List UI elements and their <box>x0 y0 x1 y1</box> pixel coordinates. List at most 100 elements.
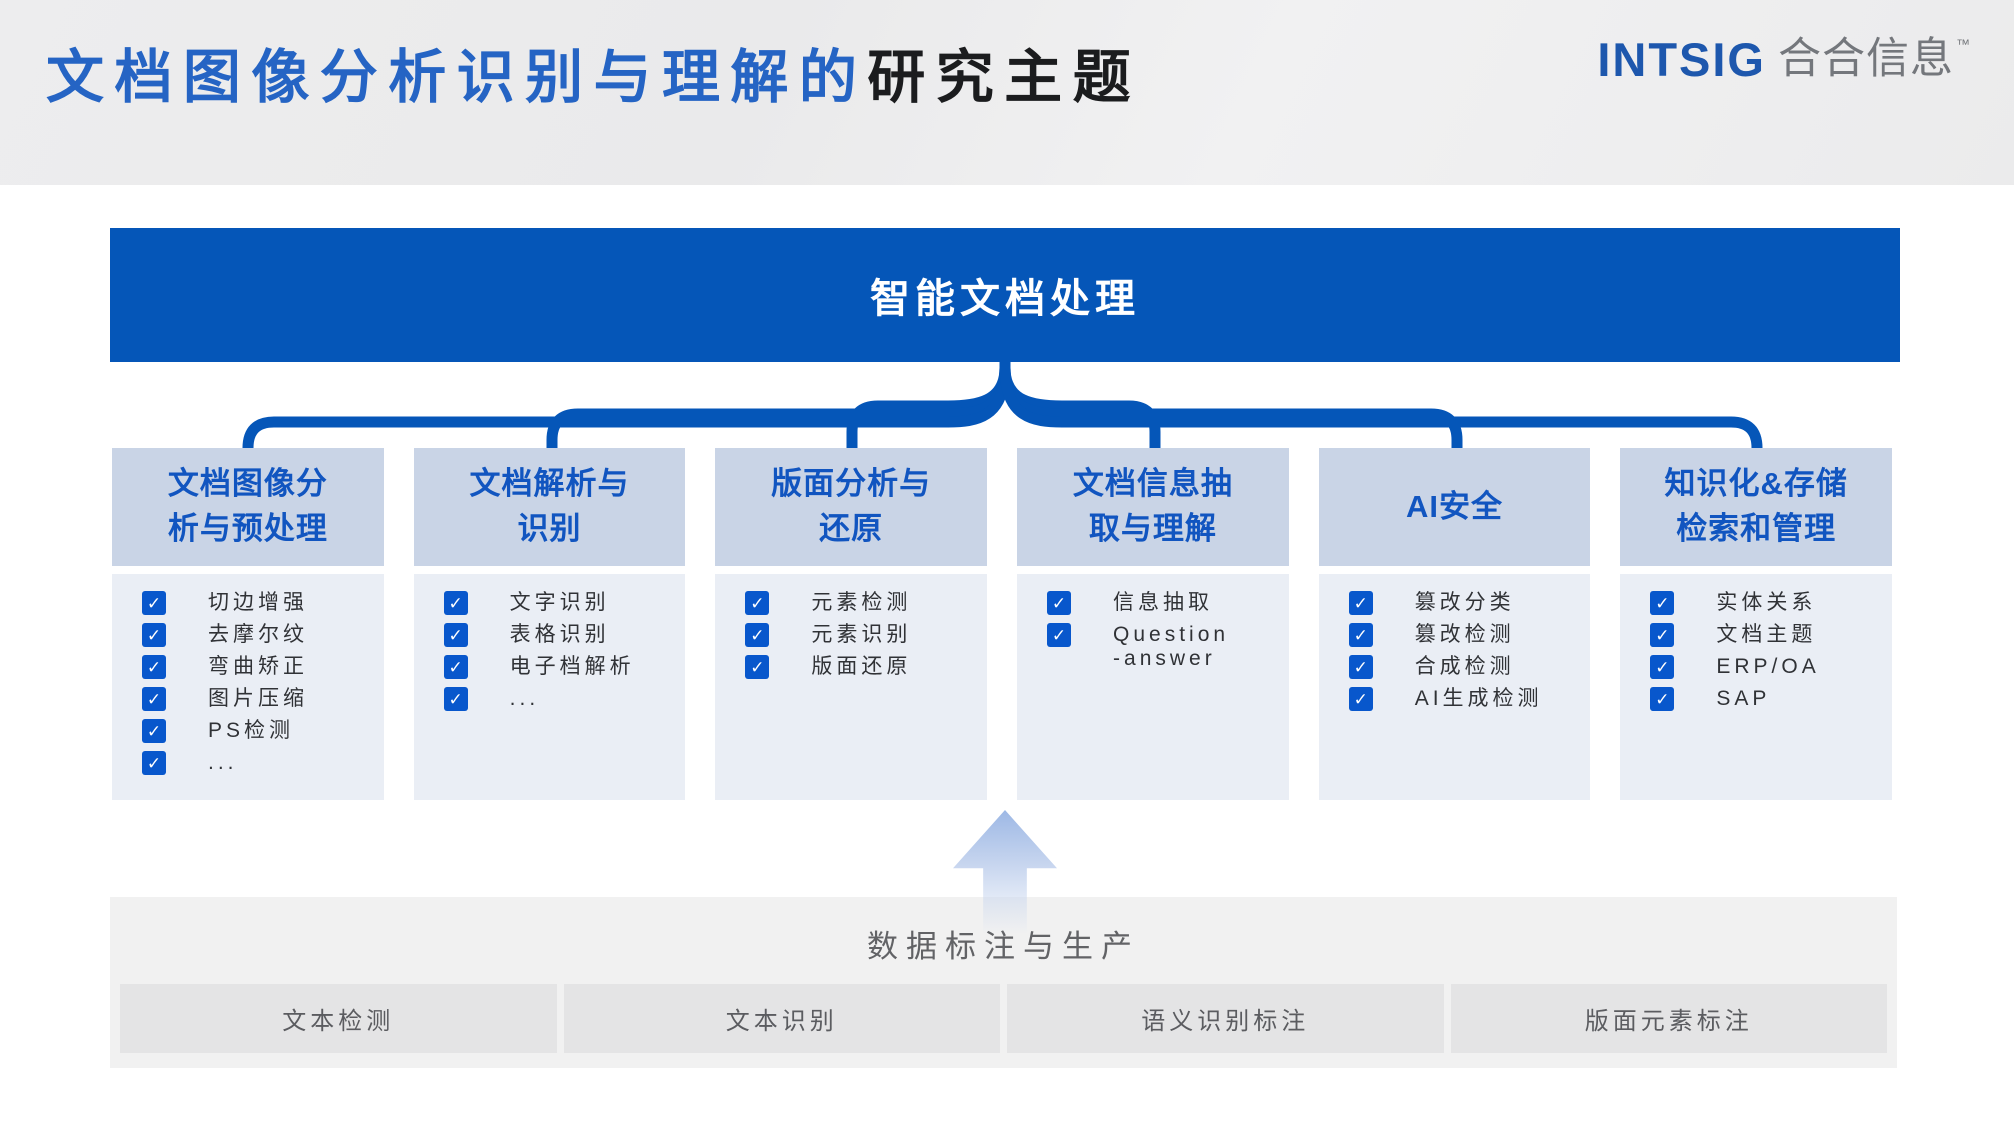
annotation-box-text-detection: 文本检测 <box>120 984 557 1053</box>
topic-column-header: 文档解析与 识别 <box>413 448 686 566</box>
checklist-item: 篡改分类 <box>1348 591 1591 615</box>
checklist-item: Question -answer <box>1047 623 1289 671</box>
checked-checkbox-icon <box>1650 623 1675 647</box>
checklist-item: 信息抽取 <box>1047 591 1289 615</box>
checklist-item: 电子档解析 <box>443 655 686 679</box>
checked-checkbox-icon <box>142 655 166 679</box>
checklist-item: PS检测 <box>142 719 384 743</box>
checklist-item-label: ... <box>509 687 540 710</box>
root-node-box: 智能文档处理 <box>110 228 1900 362</box>
checklist-item-label: ERP/OA <box>1716 655 1820 678</box>
checked-checkbox-icon <box>443 687 468 711</box>
page-title: 文档图像分析识别与理解的研究主题 <box>46 30 1141 114</box>
checked-checkbox-icon <box>1047 623 1072 647</box>
page-title-black-part: 研究主题 <box>867 45 1142 110</box>
checklist-item: 文档主题 <box>1650 623 1892 647</box>
topic-checklist: 篡改分类 篡改检测 合成检测 AI生成检测 <box>1318 574 1591 800</box>
checked-checkbox-icon <box>745 623 770 647</box>
page-header: 文档图像分析识别与理解的研究主题 INTSIG 合合信息 ™ <box>0 0 2014 185</box>
checked-checkbox-icon <box>1348 687 1373 711</box>
topic-column-title: 知识化&存储 检索和管理 <box>1664 466 1848 546</box>
annotation-box-text-recognition: 文本识别 <box>563 984 1000 1053</box>
checklist-item-label: 去摩尔纹 <box>208 623 308 646</box>
checklist-item-label: 图片压缩 <box>208 687 308 710</box>
checklist-item: 弯曲矫正 <box>142 655 384 679</box>
topic-column-info-extraction: 文档信息抽 取与理解 信息抽取 Question -answer <box>1017 448 1289 800</box>
intsig-logo: INTSIG 合合信息 ™ <box>1597 34 1970 86</box>
logo-latin-text: INTSIG <box>1597 33 1766 86</box>
checked-checkbox-icon <box>1348 591 1373 615</box>
trademark-symbol: ™ <box>1956 36 1970 52</box>
checked-checkbox-icon <box>745 591 770 615</box>
checked-checkbox-icon <box>142 623 166 647</box>
topic-column-header: 版面分析与 还原 <box>715 448 988 566</box>
topic-column-knowledge-storage: 知识化&存储 检索和管理 实体关系 文档主题 ERP/OA SAP <box>1620 448 1893 800</box>
checklist-item: 篡改检测 <box>1348 623 1591 647</box>
connector-lines <box>242 362 1763 452</box>
checked-checkbox-icon <box>1650 591 1675 615</box>
checklist-item-label: SAP <box>1716 687 1771 710</box>
checklist-item-label: 元素识别 <box>811 623 912 646</box>
checklist-item-label: 篡改分类 <box>1414 591 1515 614</box>
checklist-item: 表格识别 <box>443 623 686 647</box>
checklist-item-label: 切边增强 <box>208 591 308 614</box>
checklist-item: 合成检测 <box>1348 655 1591 679</box>
topic-column-title: 版面分析与 还原 <box>771 466 932 546</box>
topic-checklist: 文字识别 表格识别 电子档解析 ... <box>413 574 686 800</box>
checklist-item: 图片压缩 <box>142 687 384 711</box>
checklist-item: 实体关系 <box>1650 591 1892 615</box>
data-annotation-title: 数据标注与生产 <box>867 929 1140 964</box>
topic-column-parsing-recognition: 文档解析与 识别 文字识别 表格识别 电子档解析 ... <box>413 448 686 800</box>
checklist-item: SAP <box>1650 687 1892 711</box>
topic-checklist: 信息抽取 Question -answer <box>1017 574 1289 800</box>
checklist-item: AI生成检测 <box>1348 687 1591 711</box>
checked-checkbox-icon <box>1348 655 1373 679</box>
checklist-item: ... <box>443 687 686 711</box>
checked-checkbox-icon <box>1047 591 1072 615</box>
checklist-item: 切边增强 <box>142 591 384 615</box>
checklist-item-label: 篡改检测 <box>1414 623 1515 646</box>
annotation-box-row: 文本检测 文本识别 语义识别标注 版面元素标注 <box>120 984 1887 1053</box>
topic-column-title: 文档解析与 识别 <box>469 466 630 546</box>
checklist-item: 版面还原 <box>745 655 987 679</box>
checked-checkbox-icon <box>142 687 166 711</box>
checked-checkbox-icon <box>745 655 770 679</box>
checklist-item-label: 信息抽取 <box>1113 591 1214 614</box>
checklist-item-label: 合成检测 <box>1414 655 1515 678</box>
checklist-item-label: 文字识别 <box>509 591 610 614</box>
annotation-box-label: 版面元素标注 <box>1584 1008 1753 1035</box>
logo-cjk-text: 合合信息 <box>1778 35 1954 83</box>
checklist-item-label: 版面还原 <box>811 655 912 678</box>
checklist-item: 元素检测 <box>745 591 987 615</box>
checklist-item: 去摩尔纹 <box>142 623 384 647</box>
checked-checkbox-icon <box>1348 623 1373 647</box>
checklist-item-label: 弯曲矫正 <box>208 655 308 678</box>
checklist-item-label: 元素检测 <box>811 591 912 614</box>
topic-column-ai-security: AI安全 篡改分类 篡改检测 合成检测 AI生成检测 <box>1318 448 1591 800</box>
topic-column-header: 文档信息抽 取与理解 <box>1017 448 1289 566</box>
checked-checkbox-icon <box>142 719 166 743</box>
topic-checklist: 切边增强 去摩尔纹 弯曲矫正 图片压缩 PS检测 ... <box>112 574 384 800</box>
checked-checkbox-icon <box>443 655 468 679</box>
checklist-item: ERP/OA <box>1650 655 1892 679</box>
checklist-item-label: 实体关系 <box>1716 591 1817 614</box>
topic-column-header: 文档图像分 析与预处理 <box>112 448 384 566</box>
root-node-label: 智能文档处理 <box>870 277 1140 321</box>
topic-checklist: 实体关系 文档主题 ERP/OA SAP <box>1620 574 1893 800</box>
checklist-item-label: 文档主题 <box>1716 623 1817 646</box>
checked-checkbox-icon <box>443 623 468 647</box>
checked-checkbox-icon <box>142 751 166 775</box>
checklist-item: 元素识别 <box>745 623 987 647</box>
checklist-item: ... <box>142 751 384 775</box>
checklist-item-label: PS检测 <box>208 719 295 742</box>
annotation-box-label: 文本检测 <box>282 1008 395 1035</box>
checklist-item-label: 电子档解析 <box>509 655 635 678</box>
topic-column-layout-restore: 版面分析与 还原 元素检测 元素识别 版面还原 <box>715 448 988 800</box>
topic-checklist: 元素检测 元素识别 版面还原 <box>715 574 988 800</box>
checked-checkbox-icon <box>443 591 468 615</box>
topic-column-title: 文档图像分 析与预处理 <box>167 466 328 546</box>
topic-columns: 文档图像分 析与预处理 切边增强 去摩尔纹 弯曲矫正 图片压缩 PS检测 ...… <box>112 448 1893 800</box>
topic-column-title: AI安全 <box>1406 488 1504 524</box>
checklist-item: 文字识别 <box>443 591 686 615</box>
